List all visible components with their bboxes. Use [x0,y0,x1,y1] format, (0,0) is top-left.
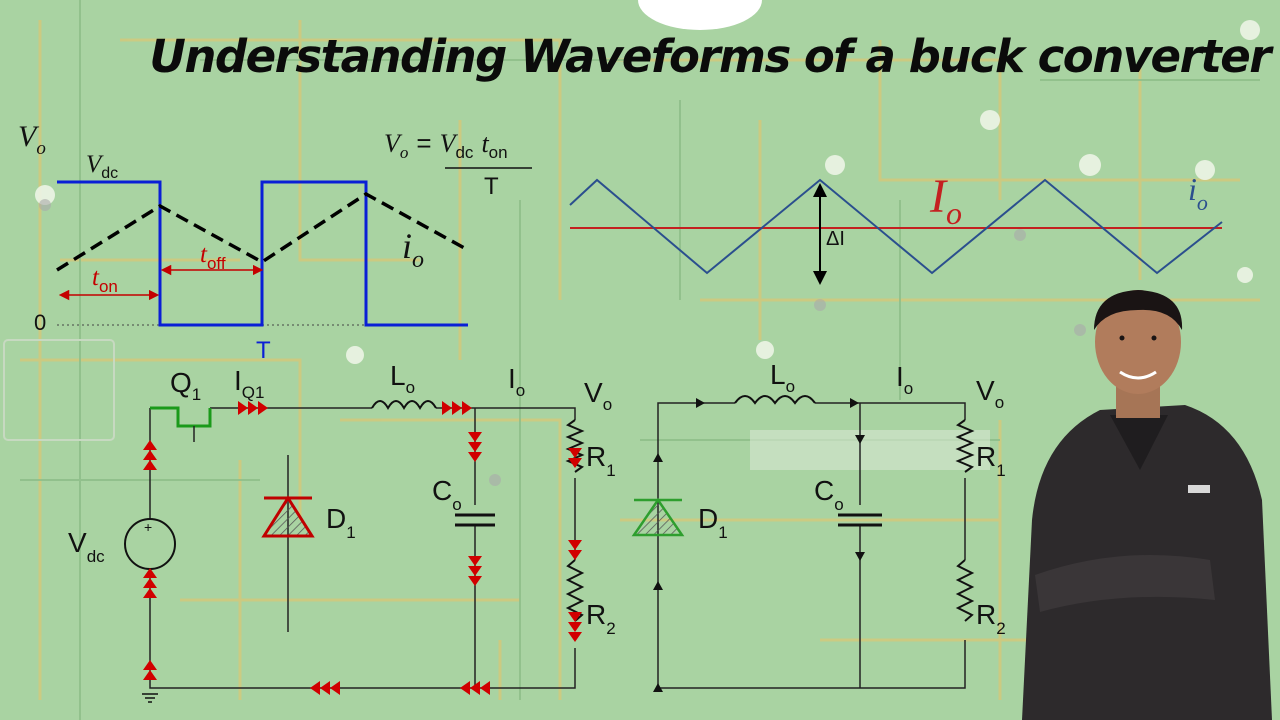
diode-d1 [261,495,315,538]
left-waveform: Vo Vdc 0 ton toff T io [18,120,469,364]
formula-denominator: T [484,173,499,200]
diode-label: D1 [326,503,356,542]
formula-vo: V [384,129,403,158]
output-voltage-label: Vo [584,377,612,414]
t-on-label: ton [92,264,118,296]
capacitor-co [455,513,495,527]
inductor-lo [371,400,437,411]
y-axis-label: Vo [18,120,46,159]
circuit-switch-off: Lo Io Vo D1 Co R1 R2 [631,359,1006,692]
ground-symbol [142,693,158,703]
inductor-current-label: io [402,226,424,273]
page-title: Understanding Waveforms of a buck conver… [149,30,1271,83]
inductor-current-waveform [56,191,469,272]
output-current-label-off: Io [896,361,913,398]
diode-d1-off [631,497,685,537]
output-current-label: Io [508,363,525,400]
inductor-lo-off [734,395,816,405]
circuit-switch-on: + Q1 [68,360,616,703]
switch-current-label: IQ1 [234,365,264,402]
resistor-r1-off [955,419,975,473]
inductor-label-off: Lo [770,359,795,396]
output-voltage-label-off: Vo [976,375,1004,412]
average-current-label: Io [929,170,962,231]
inductor-label: Lo [390,360,415,397]
resistor-r2 [565,559,585,622]
diode-label-off: D1 [698,503,728,542]
r2-label-off: R2 [976,599,1006,638]
presenter-photo [1022,290,1272,720]
period-label: T [256,337,271,364]
resistor-r2-off [955,559,975,622]
ripple-current-waveform [569,178,1223,275]
switch-q1 [150,406,212,428]
capacitor-label-off: Co [814,475,844,514]
t-off-label: toff [200,241,226,273]
ripple-current-label: io [1188,171,1208,215]
delta-i-label: ΔI [826,228,845,250]
source-label: Vdc [68,527,105,566]
vdc-level-label: Vdc [86,151,118,182]
r2-label: R2 [586,599,616,638]
r1-label-off: R1 [976,441,1006,480]
capacitor-co-off [838,513,882,527]
switch-label: Q1 [170,367,201,404]
current-flow-arrows [143,401,582,695]
zero-label: 0 [34,310,46,335]
right-waveform: ΔI Io io [569,170,1223,285]
svg-text:+: + [144,519,152,535]
capacitor-label: Co [432,475,462,514]
r1-label: R1 [586,441,616,480]
